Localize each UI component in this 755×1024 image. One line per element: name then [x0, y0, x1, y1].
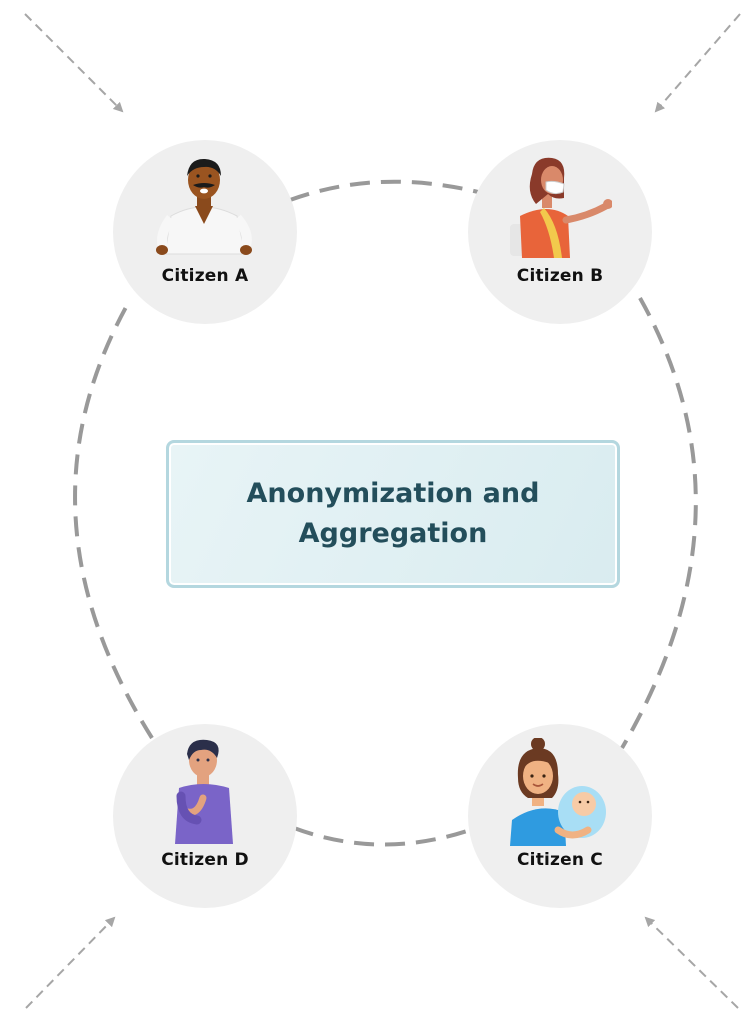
anonymization-box: Anonymization and Aggregation	[166, 440, 620, 588]
citizen-d-label: Citizen D	[161, 850, 249, 870]
citizen-a-label: Citizen A	[161, 266, 249, 286]
citizen-c-node: Citizen C	[468, 724, 652, 908]
citizen-c-label: Citizen C	[517, 850, 603, 870]
citizen-d-node: Citizen D	[113, 724, 297, 908]
woman-mask-icon	[510, 157, 612, 258]
ring-arc-top	[289, 179, 479, 202]
man-mustache-icon	[156, 158, 252, 255]
citizen-a-node: Citizen A	[113, 140, 297, 324]
man-thinking-icon	[175, 739, 233, 844]
arrow-bottom-right	[644, 916, 739, 1009]
center-title: Anonymization and Aggregation	[246, 478, 540, 549]
citizen-b-node: Citizen B	[468, 140, 652, 324]
arrow-top-left	[24, 13, 124, 113]
citizen-b-label: Citizen B	[516, 266, 604, 286]
arrow-bottom-left	[25, 916, 116, 1009]
ring-arc-left	[73, 299, 154, 740]
arrow-top-right	[654, 13, 741, 113]
mother-baby-icon	[510, 738, 606, 846]
ring-arc-right	[620, 297, 698, 750]
ring-arc-bottom	[293, 826, 471, 847]
